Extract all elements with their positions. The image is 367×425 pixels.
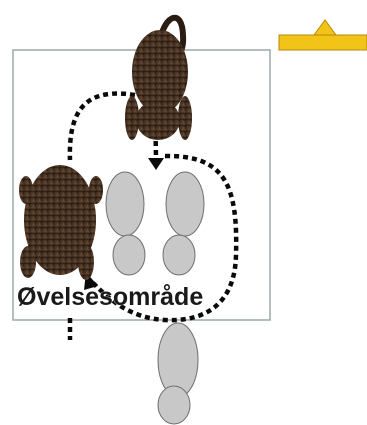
area-label: Øvelsesområde — [17, 283, 203, 311]
footprint-bottom — [158, 323, 198, 424]
footprint-left — [106, 172, 145, 275]
yellow-marker-icon — [279, 20, 367, 50]
dog-top-icon — [125, 18, 192, 140]
dog-left-icon — [19, 165, 103, 280]
path-top-loop — [70, 94, 135, 160]
arrowhead-down-icon — [148, 158, 164, 170]
footprint-right — [163, 172, 204, 275]
